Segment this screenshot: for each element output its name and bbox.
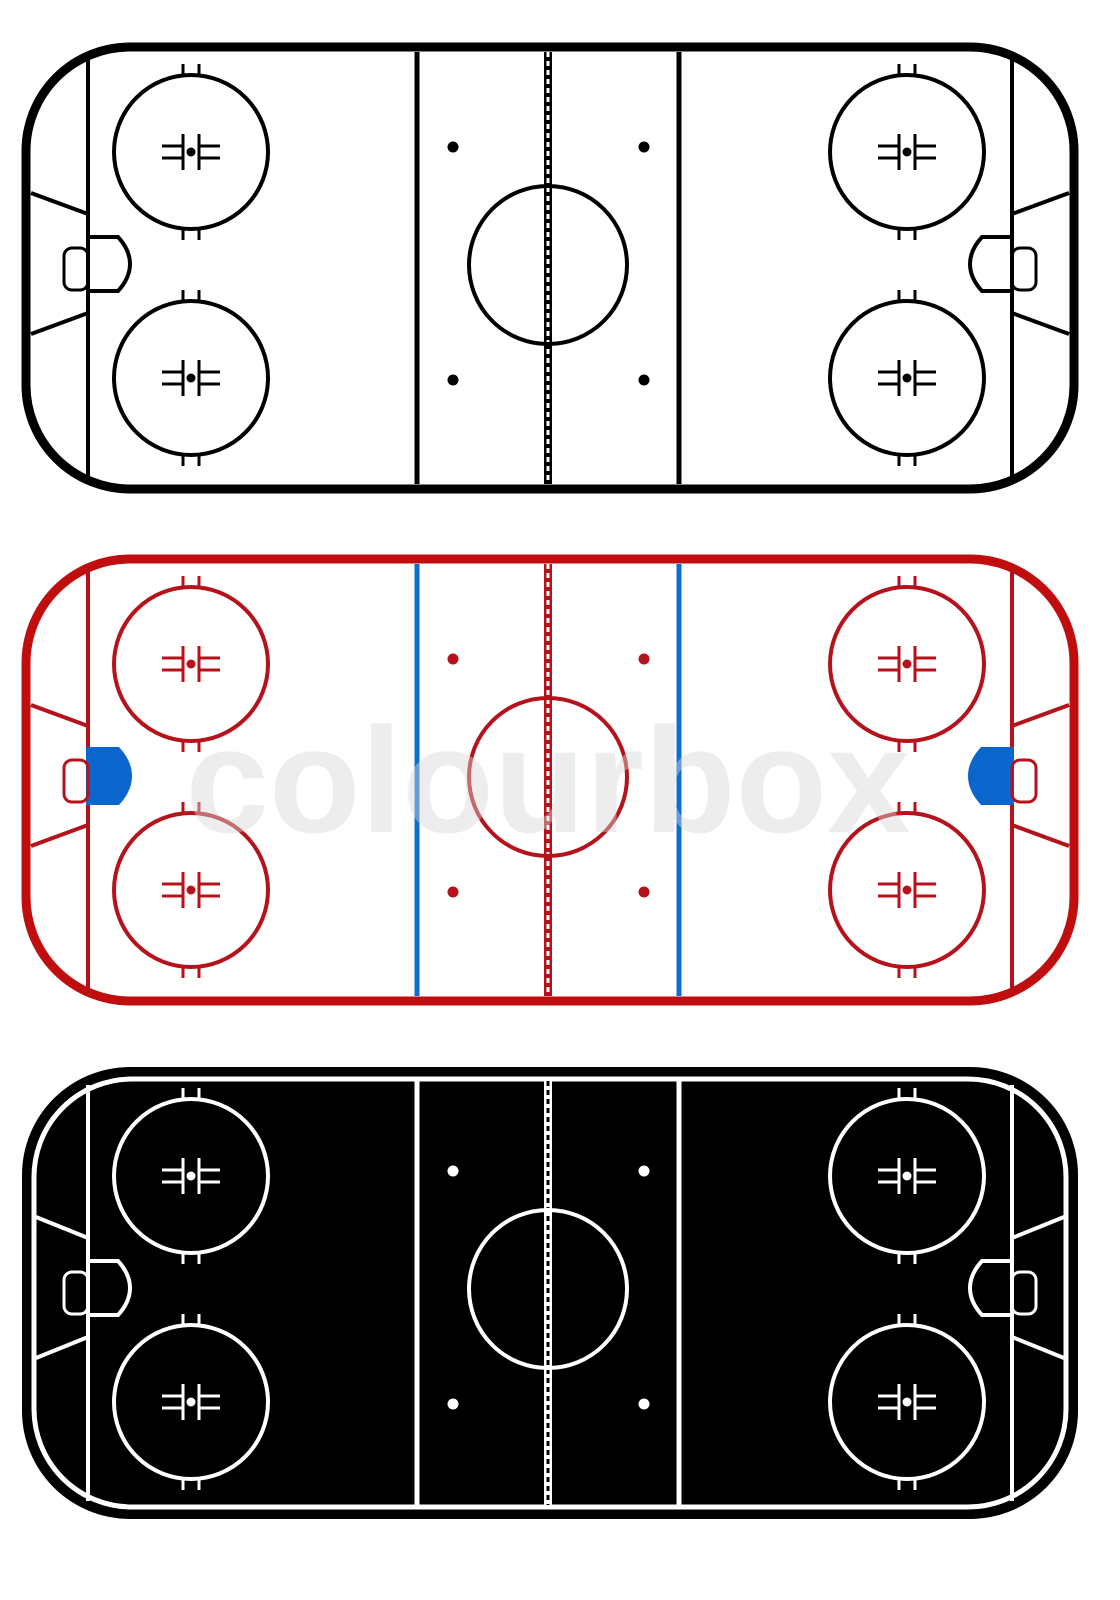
goal-net	[1010, 1270, 1038, 1316]
goal-crease	[86, 1259, 133, 1317]
faceoff-circle	[828, 299, 986, 457]
faceoff-dot	[186, 1171, 196, 1181]
trapezoid-line	[1011, 1215, 1065, 1240]
neutral-zone-faceoff-dot	[638, 886, 650, 898]
faceoff-dot	[902, 885, 912, 895]
faceoff-circle	[112, 1323, 270, 1481]
faceoff-dot	[186, 659, 196, 669]
goal-net	[62, 758, 90, 804]
faceoff-circle	[828, 1323, 986, 1481]
faceoff-dot	[186, 885, 196, 895]
faceoff-dot	[902, 147, 912, 157]
neutral-zone-faceoff-dot	[447, 1398, 459, 1410]
faceoff-dot	[902, 659, 912, 669]
end-zone-faceoff-circle	[112, 64, 270, 240]
neutral-zone-faceoff-dot	[638, 1398, 650, 1410]
neutral-zone-faceoff-dot	[638, 653, 650, 665]
watermark: colourbox	[185, 696, 910, 864]
goal-net	[62, 1270, 90, 1316]
trapezoid-line	[1011, 1335, 1065, 1360]
center-circle	[467, 184, 629, 346]
trapezoid-line	[30, 703, 89, 728]
faceoff-circle	[828, 811, 986, 969]
neutral-zone-faceoff-dot	[447, 141, 459, 153]
center-circle	[467, 1208, 629, 1370]
end-zone-faceoff-circle	[828, 64, 986, 240]
goal-net	[1010, 246, 1038, 292]
faceoff-circle	[828, 1097, 986, 1255]
trapezoid-line	[1011, 311, 1070, 336]
rink-colored-red-blue	[21, 554, 1079, 1006]
neutral-zone-faceoff-dot	[447, 374, 459, 386]
center-circle	[467, 696, 629, 858]
faceoff-dot	[186, 1397, 196, 1407]
end-zone-faceoff-circle	[828, 290, 986, 466]
neutral-zone-faceoff-dot	[638, 1165, 650, 1177]
trapezoid-line	[1011, 823, 1070, 848]
trapezoid-line	[30, 311, 89, 336]
trapezoid-line	[1011, 191, 1070, 216]
trapezoid-line	[1011, 703, 1070, 728]
end-zone-faceoff-circle	[828, 1088, 986, 1264]
goal-crease	[86, 235, 133, 293]
trapezoid-line	[35, 1215, 89, 1240]
faceoff-circle	[112, 73, 270, 231]
neutral-zone-faceoff-dot	[447, 1165, 459, 1177]
goal-net	[1010, 758, 1038, 804]
neutral-zone-faceoff-dot	[638, 374, 650, 386]
faceoff-dot	[186, 373, 196, 383]
faceoff-circle	[828, 585, 986, 743]
faceoff-circle	[828, 73, 986, 231]
end-zone-faceoff-circle	[112, 1088, 270, 1264]
end-zone-faceoff-circle	[112, 802, 270, 978]
faceoff-circle	[112, 585, 270, 743]
goal-crease	[967, 747, 1014, 805]
trapezoid-line	[30, 191, 89, 216]
end-zone-faceoff-circle	[828, 1314, 986, 1490]
rink-inner-border	[31, 1076, 1069, 1510]
faceoff-circle	[112, 1097, 270, 1255]
goal-net	[62, 246, 90, 292]
faceoff-dot	[902, 1397, 912, 1407]
faceoff-dot	[186, 147, 196, 157]
rink-outline-black	[21, 42, 1079, 494]
end-zone-faceoff-circle	[112, 1314, 270, 1490]
faceoff-circle	[112, 811, 270, 969]
end-zone-faceoff-circle	[112, 576, 270, 752]
trapezoid-line	[30, 823, 89, 848]
neutral-zone-faceoff-dot	[447, 886, 459, 898]
rink-inverted-black	[22, 1067, 1078, 1519]
neutral-zone-faceoff-dot	[447, 653, 459, 665]
goal-crease	[967, 235, 1014, 293]
faceoff-dot	[902, 373, 912, 383]
faceoff-circle	[112, 299, 270, 457]
goal-crease	[86, 747, 133, 805]
goal-crease	[967, 1259, 1014, 1317]
neutral-zone-faceoff-dot	[638, 141, 650, 153]
faceoff-dot	[902, 1171, 912, 1181]
trapezoid-line	[35, 1335, 89, 1360]
end-zone-faceoff-circle	[828, 802, 986, 978]
end-zone-faceoff-circle	[828, 576, 986, 752]
end-zone-faceoff-circle	[112, 290, 270, 466]
